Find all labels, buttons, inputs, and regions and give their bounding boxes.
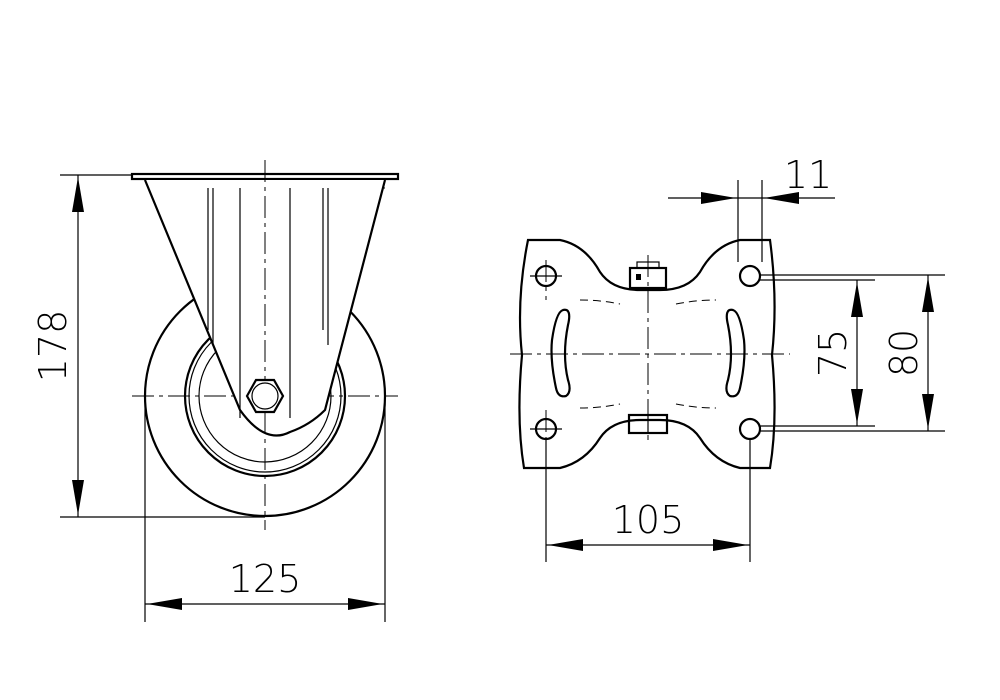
mounting-plate <box>518 238 776 470</box>
slot-left <box>550 308 571 398</box>
bolt-hole-dim-label: 11 <box>784 153 832 197</box>
axle-nut-hex <box>245 378 285 414</box>
axle <box>251 382 279 410</box>
bolt-hole <box>738 264 762 288</box>
slot-right <box>725 308 746 398</box>
bolt-hole <box>738 417 762 441</box>
plate-top-view <box>510 238 790 470</box>
dimension-178: 178 <box>31 174 265 518</box>
hole-spacing-80-label: 80 <box>882 329 926 377</box>
dimension-105: 105 <box>545 440 751 562</box>
hole-spacing-105-label: 105 <box>612 498 685 542</box>
wheel-diameter-label: 125 <box>229 557 302 601</box>
height-dim-label: 178 <box>31 310 75 383</box>
side-view-caster <box>130 160 400 530</box>
bolt-holes <box>530 260 762 450</box>
dimension-80: 80 <box>760 274 945 432</box>
dimension-11: 11 <box>668 153 835 262</box>
hole-spacing-75-label: 75 <box>811 329 855 377</box>
dimension-75: 75 <box>760 279 875 427</box>
dimension-125: 125 <box>144 400 386 622</box>
